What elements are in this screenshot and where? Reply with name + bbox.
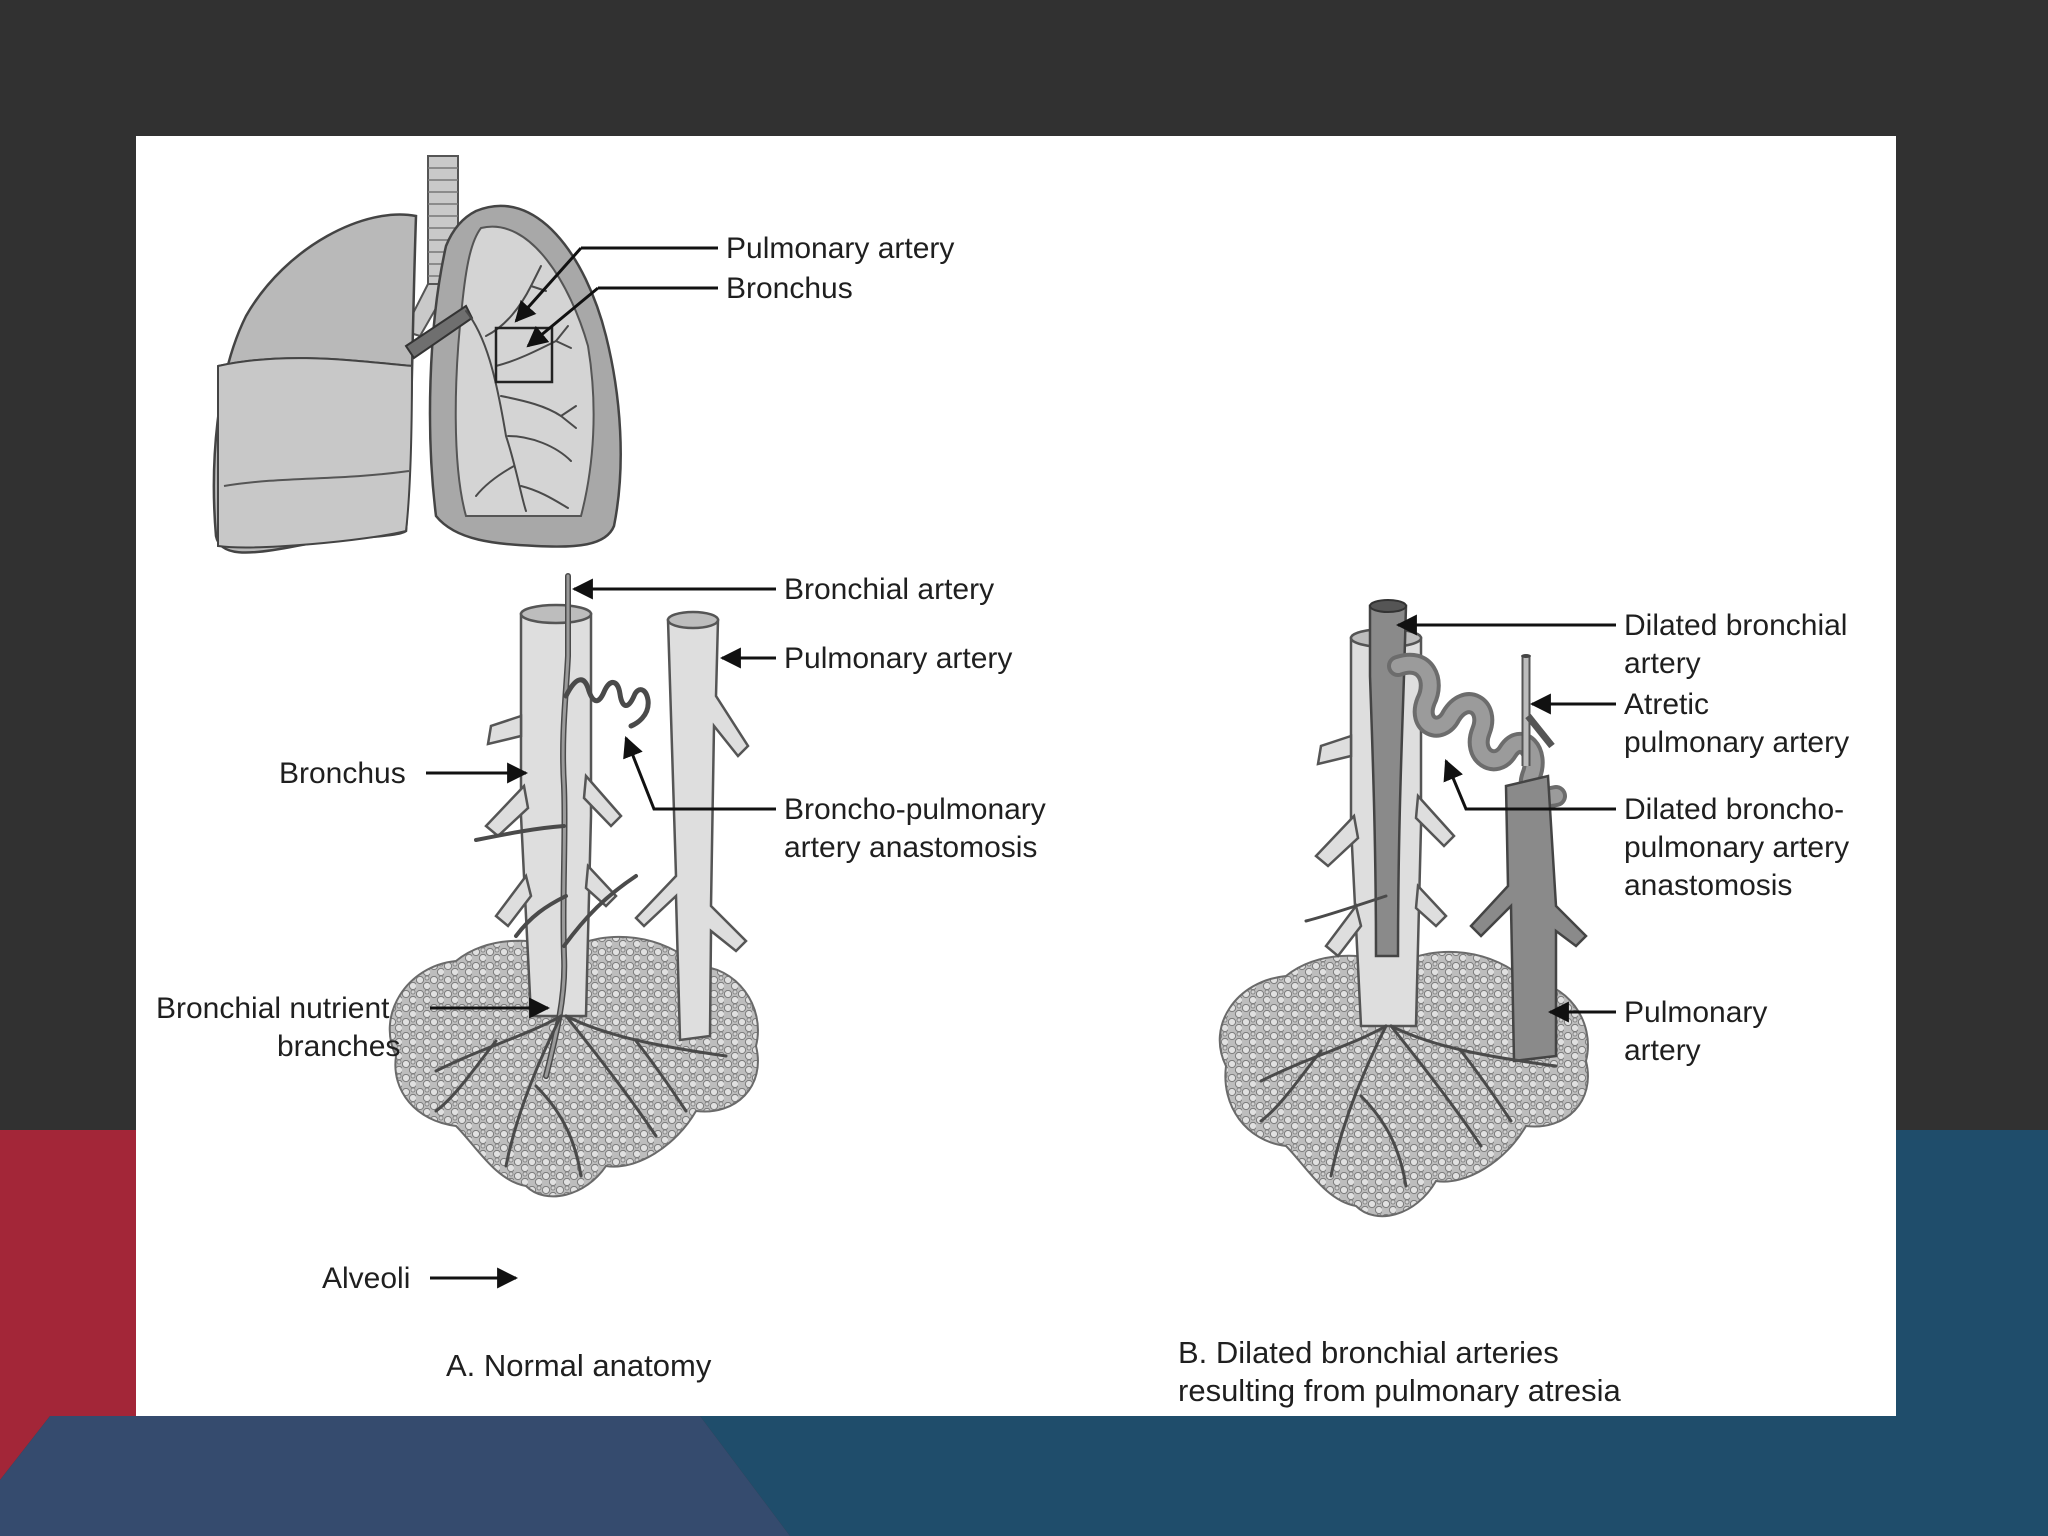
panel-a-label-bronchial-artery: Bronchial artery <box>784 573 994 606</box>
lungs-overview-illustration: Pulmonary artery Bronchus <box>212 155 954 554</box>
right-lung-lower-lobe <box>217 357 414 549</box>
panel-a-bronchial-artery <box>474 573 651 1079</box>
panel-b-caption-line1: B. Dilated bronchial arteries <box>1178 1335 1559 1370</box>
overview-bronchial-tree <box>465 265 577 512</box>
panel-b-label-anastomosis-2: pulmonary artery <box>1624 831 1849 864</box>
overview-bronchus-arrow <box>526 286 599 348</box>
panel-b-anastomosis-arrow <box>1443 759 1616 811</box>
panel-a-alveolar-vessels <box>434 1014 728 1178</box>
panel-a-bronchus <box>484 603 623 1018</box>
panel-b-label-dilated-bronchial-2: artery <box>1624 647 1701 680</box>
overview-detail-box <box>494 326 554 384</box>
right-lung-fissure-2 <box>223 470 410 487</box>
panel-a-label-bronchus: Bronchus <box>279 757 406 790</box>
panel-a-pulmonary-artery <box>634 610 750 1042</box>
panel-b-dilated-bronchial-artery <box>1368 599 1408 958</box>
panel-b-caption-line2: resulting from pulmonary atresia <box>1178 1373 1622 1408</box>
panel-b-label-pulmonary-2: artery <box>1624 1034 1701 1067</box>
figure-panel: Pulmonary artery Bronchus <box>136 136 1896 1416</box>
overview-label-pulmonary-artery: Pulmonary artery <box>726 232 954 265</box>
panel-a-alveoli-cluster <box>388 935 759 1198</box>
panel-a-label-alveoli: Alveoli <box>322 1262 410 1295</box>
panel-b-atretic-pulmonary-artery <box>1521 654 1555 766</box>
panel-b-alveolar-vessels <box>1259 894 1558 1188</box>
slate-accent-band <box>0 1416 790 1536</box>
panel-b-label-anastomosis-1: Dilated broncho- <box>1624 793 1844 826</box>
panel-b-dilated-arteries: Dilated bronchial artery Atretic pulmona… <box>1178 599 1849 1408</box>
panel-b-label-atretic-1: Atretic <box>1624 688 1709 721</box>
blue-accent-band-bottom <box>700 1416 2048 1536</box>
panel-b-label-atretic-2: pulmonary artery <box>1624 726 1849 759</box>
panel-a-caption: A. Normal anatomy <box>446 1348 712 1383</box>
panel-b-label-dilated-bronchial-1: Dilated bronchial <box>1624 609 1847 642</box>
panel-a-anastomosis-arrow <box>623 736 776 811</box>
red-accent-band <box>0 1130 136 1480</box>
panel-b-label-anastomosis-3: anastomosis <box>1624 869 1792 902</box>
panel-b-label-pulmonary-1: Pulmonary <box>1624 996 1767 1029</box>
panel-a-normal-anatomy: Bronchial artery Pulmonary artery Bronch… <box>156 573 1046 1383</box>
panel-a-label-anastomosis-1: Broncho-pulmonary <box>784 793 1046 826</box>
overview-label-bronchus: Bronchus <box>726 272 853 305</box>
panel-a-label-nutrient-1: Bronchial nutrient <box>156 992 390 1025</box>
panel-b-alveoli-cluster <box>1218 950 1589 1218</box>
left-lung-cutaway <box>454 225 595 517</box>
panel-b-pulmonary-artery <box>1469 774 1588 1063</box>
panel-a-label-nutrient-2: branches <box>277 1030 400 1063</box>
anatomy-figure: Pulmonary artery Bronchus <box>156 155 1849 1408</box>
overview-pulmonary-artery-arrow <box>514 247 583 323</box>
panel-a-label-pulmonary-artery: Pulmonary artery <box>784 642 1012 675</box>
panel-a-label-anastomosis-2: artery anastomosis <box>784 831 1037 864</box>
